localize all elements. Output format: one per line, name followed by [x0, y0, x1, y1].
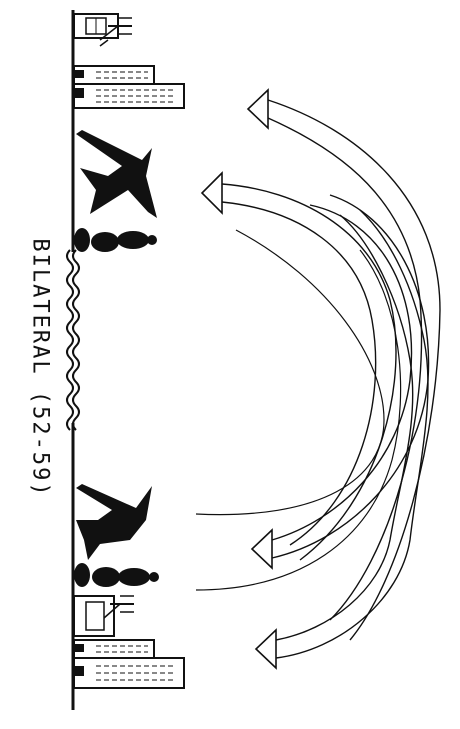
figure-caption: BILATERAL (52-59) [28, 238, 53, 497]
thin-arc [196, 230, 401, 590]
top-airplane-icon [76, 130, 157, 218]
top-city-buildings-icon [74, 14, 184, 108]
top-people-icon [74, 228, 157, 252]
curved-arrow-icon [252, 195, 429, 568]
bottom-people-icon [74, 563, 159, 587]
caption-container: BILATERAL (52-59) [31, 198, 49, 538]
border-line-icon [67, 250, 79, 430]
curved-arrow-icon [256, 210, 428, 668]
curved-arrow-icon [202, 173, 396, 560]
bottom-airplane-icon [76, 484, 152, 560]
bottom-city-buildings-icon [74, 596, 184, 688]
